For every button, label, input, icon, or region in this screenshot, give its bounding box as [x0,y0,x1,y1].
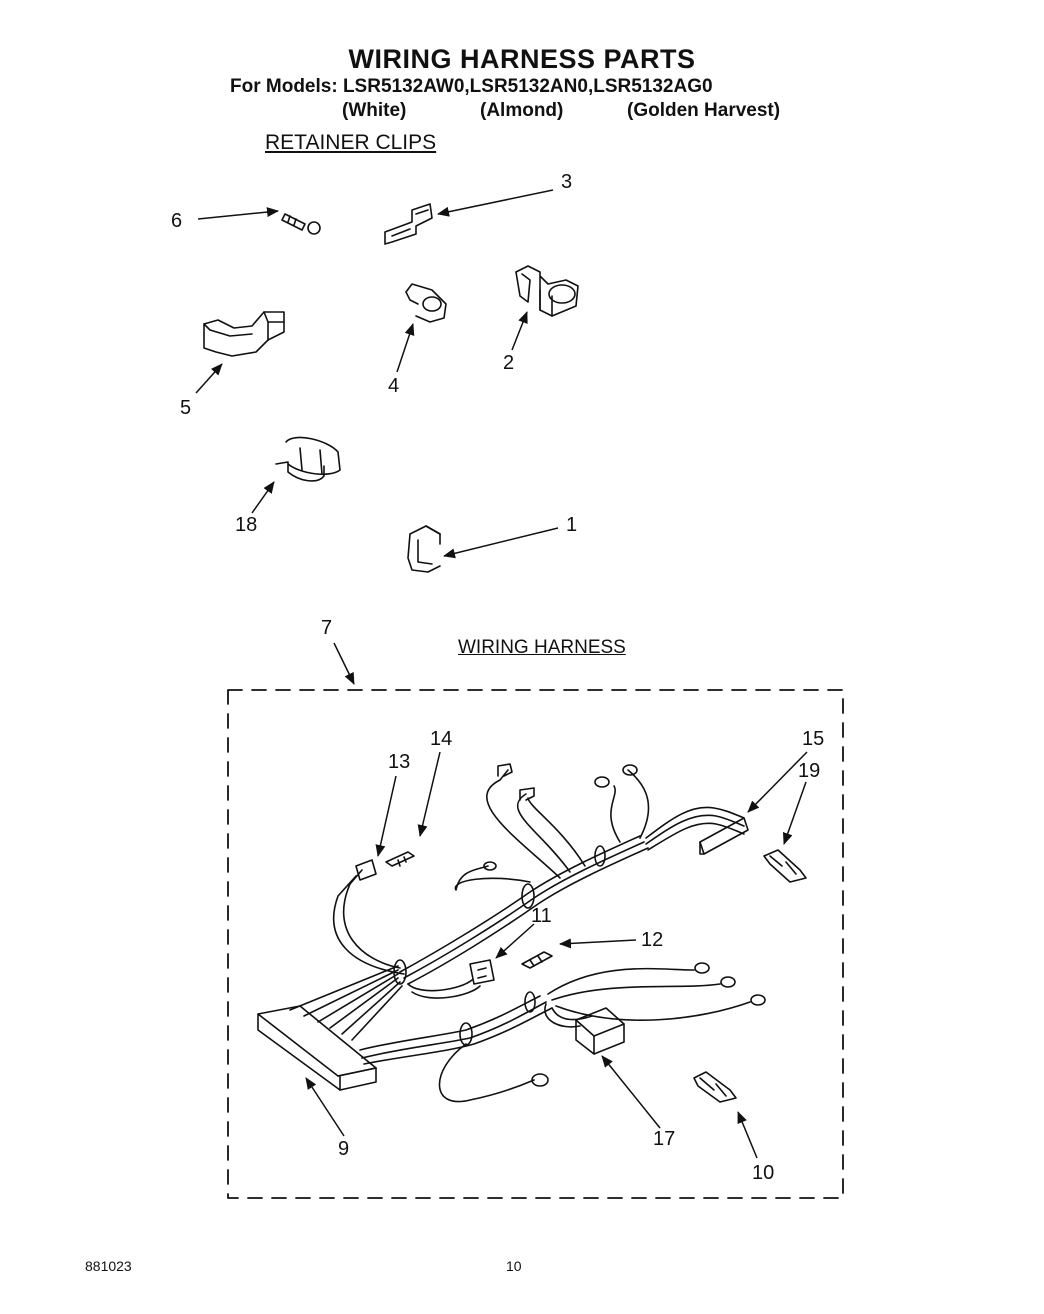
callout-12: 12 [641,929,664,951]
leader-6 [197,207,279,220]
callout-13: 13 [388,751,411,773]
leader-2 [511,311,528,351]
color-almond: (Almond) [480,100,564,121]
part-18-split-sleeve [275,436,341,482]
leader-3 [437,189,554,217]
page-number: 10 [506,1258,522,1274]
callout-2: 2 [503,352,515,374]
callout-1: 1 [566,514,578,536]
leader-13 [375,775,397,857]
color-golden-harvest: (Golden Harvest) [627,100,781,121]
leader-15 [747,751,808,813]
leader-10 [737,1111,758,1159]
harness-main-trunk [393,835,649,985]
leader-7 [333,642,355,685]
part-2-large-clip [515,265,579,317]
part-14-terminal [385,851,415,867]
leader-11 [495,923,535,959]
part-17-connector [575,1007,625,1055]
callout-17: 17 [653,1128,676,1150]
callout-10: 10 [752,1162,775,1184]
document-number: 881023 [85,1258,132,1274]
part-1-c-clip [407,525,441,573]
harness-fan-to-9 [289,965,403,1041]
part-12-terminal [521,951,553,969]
wiring-harness-heading: WIRING HARNESS [458,637,626,658]
part-6-screw-clip [281,213,321,235]
callout-14: 14 [430,728,453,750]
leader-9 [305,1077,345,1137]
leader-17 [601,1055,661,1129]
callout-19: 19 [798,760,821,782]
part-4-ring-clip [405,283,447,323]
callout-9: 9 [338,1138,350,1160]
leader-1 [443,527,559,559]
page-title: WIRING HARNESS PARTS [348,44,696,74]
part-10-terminal [693,1071,737,1103]
leader-4 [396,323,415,373]
harness-top-terminals [454,763,650,891]
color-white: (White) [342,100,407,121]
leader-12 [559,938,637,949]
callout-4: 4 [388,375,400,397]
part-9-main-connector [257,1005,377,1091]
leader-18 [251,481,275,514]
leader-14 [417,751,441,837]
leader-5 [195,363,223,394]
callout-5: 5 [180,397,192,419]
part-5-saddle-clip [203,311,285,357]
callout-11: 11 [531,905,552,927]
model-list: For Models: LSR5132AW0,LSR5132AN0,LSR513… [230,76,713,97]
callout-7: 7 [321,617,333,639]
leader-19 [782,781,807,845]
harness-left-loop [332,859,405,975]
callout-15: 15 [802,728,825,750]
harness-boundary [227,689,844,1199]
callout-18: 18 [235,514,258,536]
harness-branch-to-15 [645,806,749,855]
part-3-hook-clip [384,203,433,245]
callout-3: 3 [561,171,573,193]
part-19-terminal [763,849,807,883]
harness-branch-to-11 [407,959,495,999]
retainer-clips-heading: RETAINER CLIPS [265,131,437,154]
harness-lower-bundle [359,962,766,1103]
callout-6: 6 [171,210,183,232]
